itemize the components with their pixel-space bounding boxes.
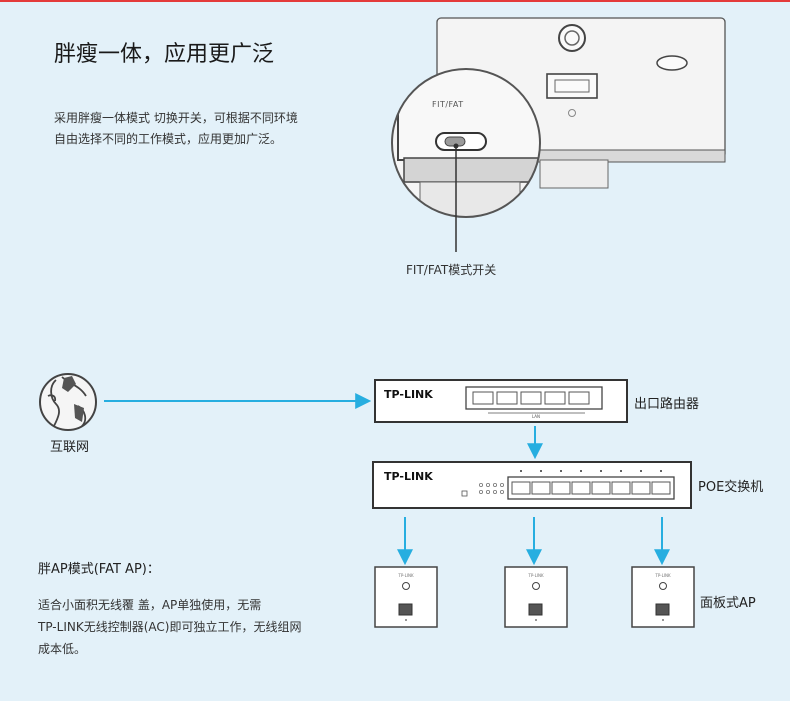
led-window-icon: [656, 55, 688, 71]
fat-mode-title: 胖AP模式(FAT AP)：: [38, 562, 160, 577]
panel-ap-brand: TP-LINK: [397, 573, 414, 578]
fat-mode-description-line: 适合小面积无线覆 盖，AP单独使用，无需: [38, 598, 262, 612]
switch-brand: TP-LINK: [384, 470, 433, 483]
router-device: TP-LINK LAN: [374, 379, 628, 423]
switch-leader-line: [453, 143, 459, 252]
switch-label: POE交换机: [698, 480, 764, 495]
page-title: 胖瘦一体，应用更广泛: [54, 42, 275, 67]
ethernet-port-icon: [546, 73, 598, 99]
router-ports: [472, 391, 590, 405]
switch-port-markers: [520, 470, 662, 472]
feature-description-line: 自由选择不同的工作模式，应用更加广泛。: [54, 132, 283, 146]
panel-ap-brand: TP-LINK: [527, 573, 544, 578]
panel-ap-2: TP-LINK: [504, 566, 568, 628]
router-brand: TP-LINK: [384, 388, 433, 401]
switch-ports: [511, 481, 671, 495]
indicator-light-icon: [568, 109, 576, 117]
feature-description-line: 采用胖瘦一体模式 切换开关，可根据不同环境: [54, 111, 298, 125]
panel-ap-brand: TP-LINK: [654, 573, 671, 578]
panel-ap-1: TP-LINK: [374, 566, 438, 628]
fat-mode-description: 适合小面积无线覆 盖，AP单独使用，无需 TP-LINK无线控制器(AC)即可独…: [38, 594, 301, 660]
router-label: 出口路由器: [634, 397, 700, 412]
panel-ap-3: TP-LINK: [631, 566, 695, 628]
feature-description: 采用胖瘦一体模式 切换开关，可根据不同环境 自由选择不同的工作模式，应用更加广泛…: [54, 108, 298, 150]
switch-led-indicators: [478, 482, 504, 494]
reset-button-icon: [558, 24, 586, 52]
ap-label: 面板式AP: [700, 596, 756, 611]
fat-mode-description-line: 成本低。: [38, 642, 87, 656]
router-port-tag: LAN: [532, 414, 540, 419]
switch-caption: FIT/FAT模式开关: [406, 263, 497, 277]
poe-switch-device: TP-LINK: [372, 461, 692, 509]
internet-label: 互联网: [50, 440, 90, 455]
fit-fat-toggle-icon: [435, 132, 487, 151]
fat-mode-description-line: TP-LINK无线控制器(AC)即可独立工作，无线组网: [38, 620, 302, 634]
globe-icon: [39, 373, 97, 431]
switch-label-text: FIT/FAT: [432, 100, 464, 109]
top-accent-bar: [0, 0, 790, 2]
